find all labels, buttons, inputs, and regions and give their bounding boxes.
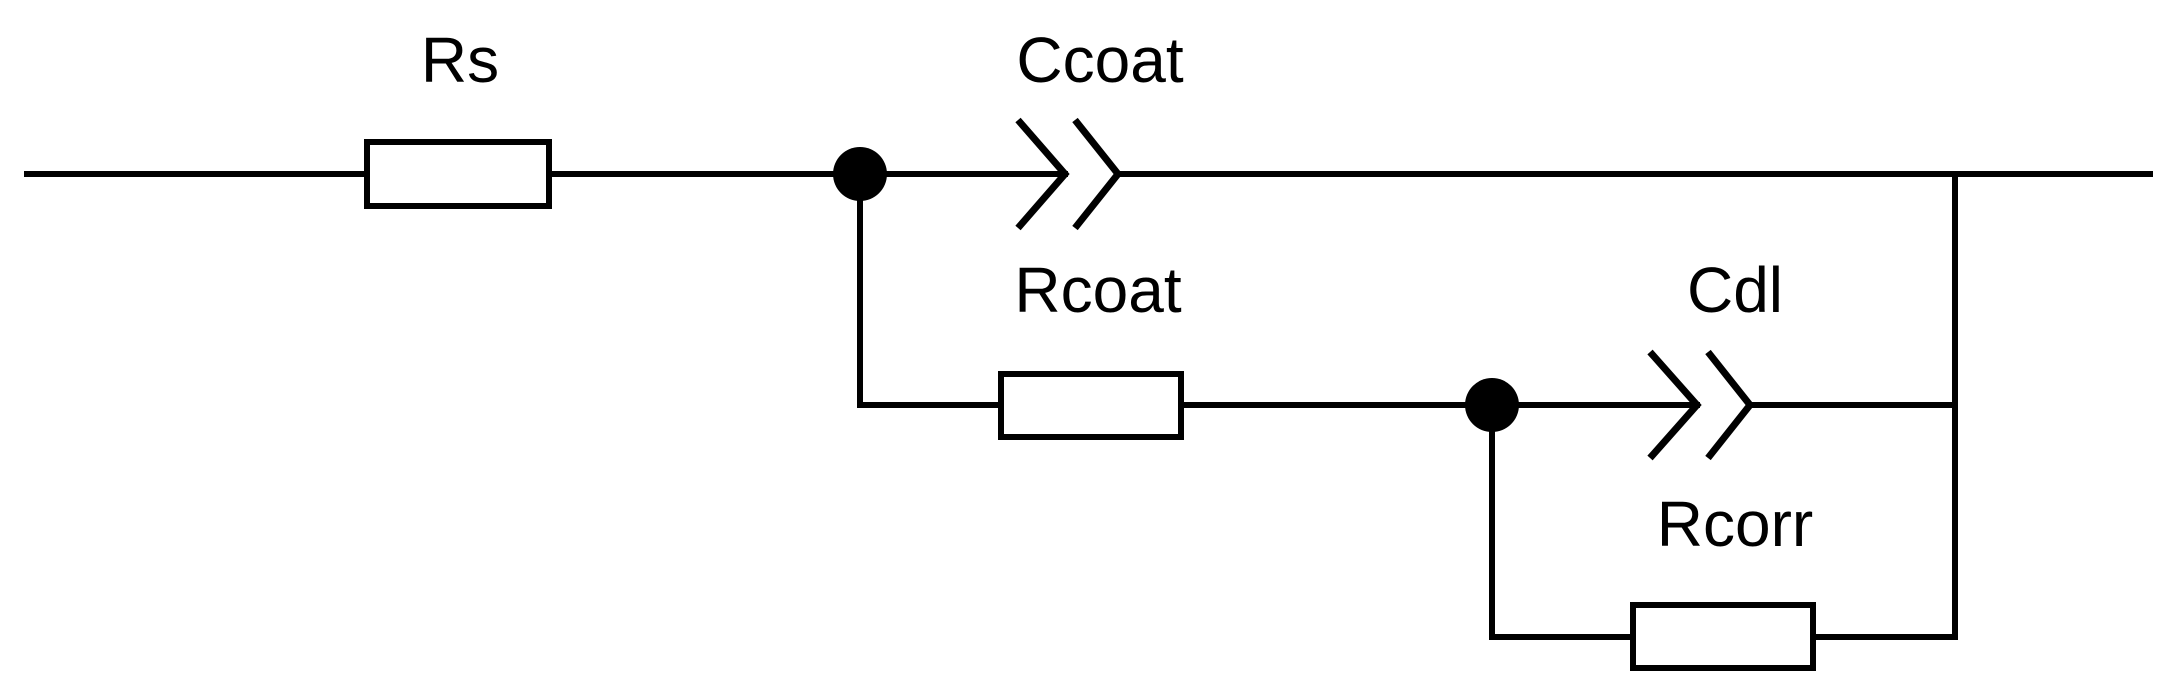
capacitor-cdl-plate-left xyxy=(1647,349,1702,461)
capacitor-ccoat-plate-left xyxy=(1015,117,1070,231)
label-rs: Rs xyxy=(421,24,499,96)
capacitor-ccoat-plate-right xyxy=(1072,117,1123,231)
resistor-rcoat xyxy=(998,371,1184,440)
label-ccoat: Ccoat xyxy=(1016,24,1183,96)
label-rcoat: Rcoat xyxy=(1014,254,1181,326)
label-rcorr: Rcorr xyxy=(1657,488,1813,560)
resistor-rcorr xyxy=(1630,602,1816,671)
label-cdl: Cdl xyxy=(1687,254,1783,326)
resistor-rs xyxy=(364,139,552,209)
capacitor-cdl-plate-right xyxy=(1705,349,1755,461)
